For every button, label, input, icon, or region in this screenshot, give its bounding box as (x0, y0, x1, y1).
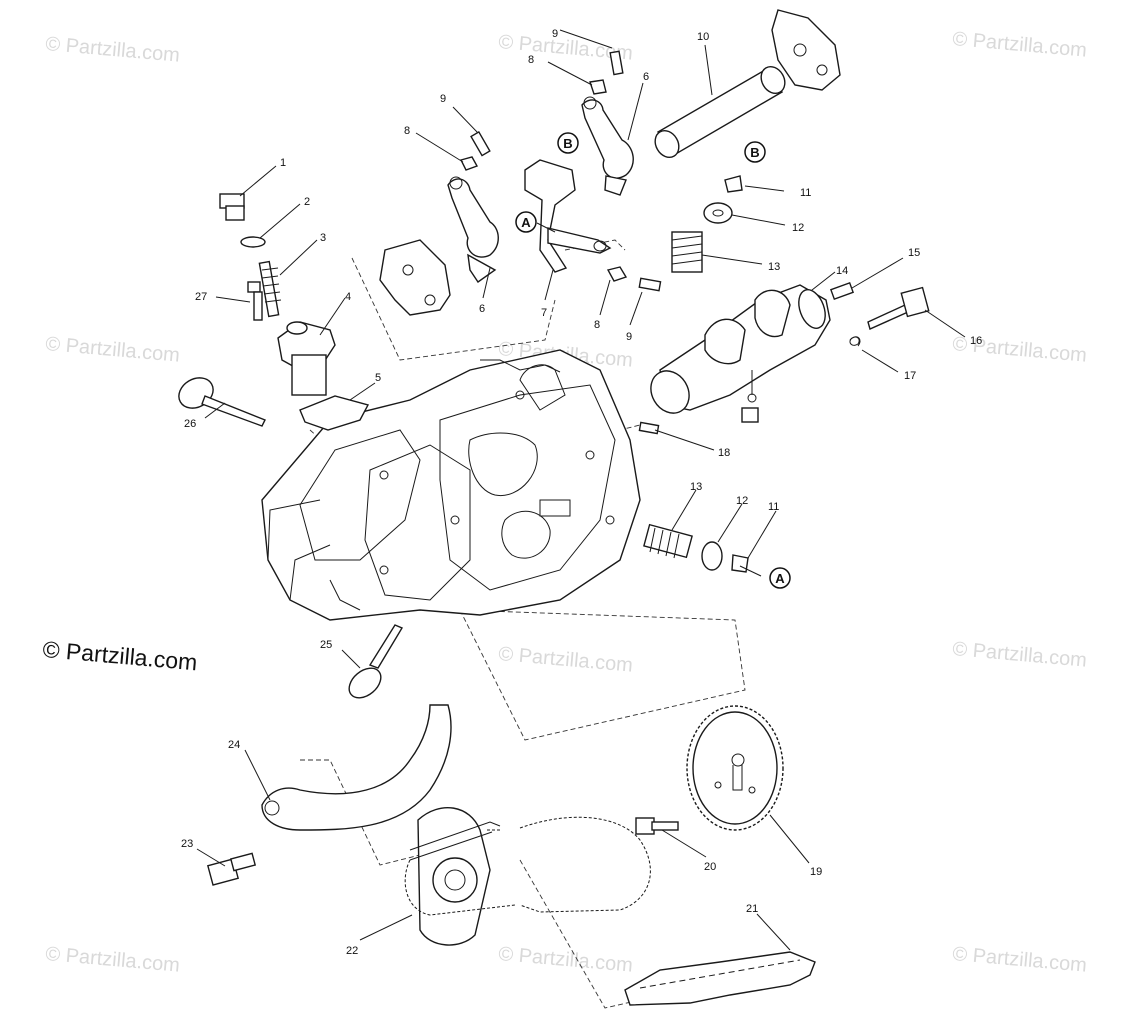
reference-marker-a-top: A (515, 211, 537, 233)
bearing-cap-right (771, 9, 841, 91)
rocker-arm-right (581, 50, 634, 196)
callout-labels: 1 2 3 4 5 6 6 7 8 8 8 9 9 9 10 11 11 12 … (181, 28, 982, 957)
reference-marker-b-left: B (557, 132, 579, 154)
chain-guide-part-21 (624, 951, 816, 1006)
chain-guide-part-24 (261, 704, 452, 831)
dowel-part-18 (638, 421, 660, 435)
callout-13a: 13 (768, 261, 780, 273)
callout-9b: 9 (552, 28, 558, 40)
callout-19: 19 (810, 866, 822, 878)
svg-text:A: A (775, 571, 785, 586)
bolt-part-1 (219, 193, 245, 221)
reference-marker-a-bottom: A (769, 567, 791, 589)
svg-text:B: B (563, 136, 572, 151)
retainer-part-12-top (703, 202, 733, 224)
gasket-part-5 (299, 395, 370, 431)
callout-6a: 6 (479, 303, 485, 315)
cam-sprocket-part-19 (686, 705, 784, 831)
callout-11b: 11 (768, 501, 779, 513)
watermark: © Partzilla.com (498, 943, 634, 977)
svg-text:B: B (750, 145, 759, 160)
callout-7: 7 (541, 307, 547, 319)
callout-12a: 12 (792, 222, 804, 234)
callout-1: 1 (280, 157, 286, 169)
callout-8b: 8 (528, 54, 534, 66)
leader-lines (196, 29, 966, 951)
retainer-part-12-bottom (701, 541, 723, 571)
spring-part-13-bottom (643, 523, 693, 559)
watermark: © Partzilla.com (45, 333, 181, 367)
bearing-cap-left (379, 239, 451, 316)
callout-14: 14 (836, 265, 848, 277)
callout-24: 24 (228, 739, 240, 751)
callout-5: 5 (375, 372, 381, 384)
cam-chain-part-22 (404, 806, 651, 946)
bolt-part-23 (206, 852, 257, 886)
callout-25: 25 (320, 639, 332, 651)
callout-3: 3 (320, 232, 326, 244)
watermark: © Partzilla.com (952, 28, 1088, 62)
rocker-arm-left (447, 131, 499, 283)
spring-part-17 (849, 336, 861, 347)
valve-part-25 (348, 624, 404, 699)
bolt-part-20 (635, 817, 679, 835)
watermark: © Partzilla.com (952, 638, 1088, 672)
callout-16: 16 (970, 335, 982, 347)
watermark: © Partzilla.com (45, 33, 181, 67)
reference-marker-b-right: B (744, 141, 766, 163)
callout-8a: 8 (404, 125, 410, 137)
retainer-hole (712, 209, 724, 217)
watermark: © Partzilla.com (952, 943, 1088, 977)
watermark: © Partzilla.com (45, 943, 181, 977)
spring-part-13-top (671, 231, 703, 273)
shaft-part-16 (867, 286, 930, 330)
callout-15: 15 (908, 247, 920, 259)
callout-2: 2 (304, 196, 310, 208)
washer-part-2 (240, 236, 266, 248)
callout-22: 22 (346, 945, 358, 957)
keeper-part-11-bottom (731, 554, 749, 573)
callout-26: 26 (184, 418, 196, 430)
watermark: © Partzilla.com (498, 643, 634, 677)
callout-23: 23 (181, 838, 193, 850)
callout-9c: 9 (626, 331, 632, 343)
rocker-shaft-part-10 (654, 65, 786, 159)
callout-18: 18 (718, 447, 730, 459)
callout-27: 27 (195, 291, 207, 303)
camshaft-part-14 (650, 284, 831, 423)
callout-12b: 12 (736, 495, 748, 507)
callout-20: 20 (704, 861, 716, 873)
stud-part-3 (258, 260, 282, 318)
svg-text:A: A (521, 215, 531, 230)
callout-9a: 9 (440, 93, 446, 105)
bolt-part-27 (247, 281, 263, 321)
callout-21: 21 (746, 903, 758, 915)
callout-17: 17 (904, 370, 916, 382)
callout-8c: 8 (594, 319, 600, 331)
pin-part-15 (829, 281, 855, 301)
callout-13b: 13 (690, 481, 702, 493)
callout-10: 10 (697, 31, 709, 43)
tensioner-part-4 (277, 321, 336, 396)
keeper-part-11-top (724, 175, 743, 193)
callout-11a: 11 (800, 187, 811, 199)
valve-part-26 (178, 377, 266, 427)
callout-6b: 6 (643, 71, 649, 83)
rocker-arm-center (524, 159, 662, 292)
callout-4: 4 (345, 291, 351, 303)
